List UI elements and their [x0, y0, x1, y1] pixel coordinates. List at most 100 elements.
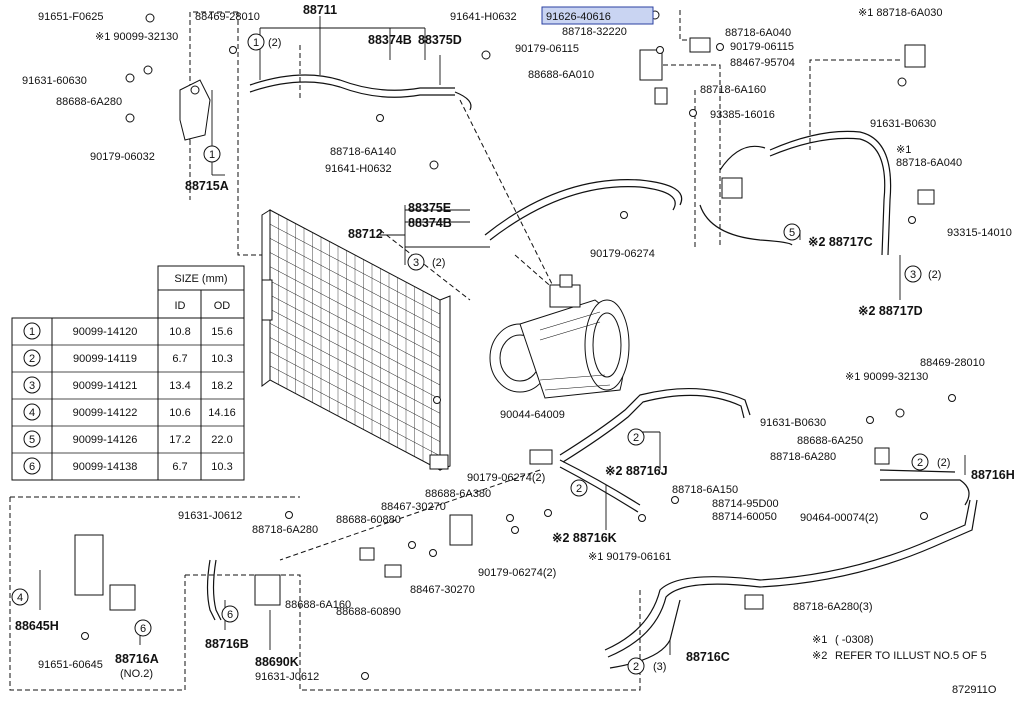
- size-table-row: 6 90099-14138 6.7 10.3: [23, 457, 233, 475]
- marker-1: 1: [203, 145, 221, 163]
- part-label: (NO.2): [120, 668, 153, 680]
- size-table-od: 10.3: [211, 353, 232, 365]
- svg-text:2: 2: [917, 457, 923, 469]
- marker-2: 2: [570, 479, 588, 497]
- part-label: 91651-F0625: [38, 11, 103, 23]
- highlighted-part-label[interactable]: 91626-40616: [546, 11, 611, 23]
- marker-3: 3: [407, 253, 425, 271]
- size-table-part: 90099-14122: [73, 407, 138, 419]
- size-table-ref: 3: [29, 380, 35, 392]
- part-label: 90179-06115: [730, 41, 794, 53]
- svg-text:6: 6: [227, 609, 233, 621]
- qty-label: (3): [653, 661, 666, 673]
- part-label: 88690K: [255, 655, 299, 669]
- part-label: 88718-6A040: [725, 27, 791, 39]
- part-label: 91631-J0612: [178, 510, 242, 522]
- size-table-title: SIZE (mm): [174, 273, 227, 285]
- part-label: 88645H: [15, 619, 59, 633]
- svg-text:1: 1: [253, 37, 259, 49]
- part-label: 88375D: [418, 33, 462, 47]
- part-label: 91651-60645: [38, 659, 103, 671]
- part-labels-top-left: 91651-F0625 ※1 90099-32130 91631-60630 8…: [22, 11, 260, 193]
- size-table-ref: 5: [29, 434, 35, 446]
- part-label: 90179-06115: [515, 43, 579, 55]
- svg-text:1: 1: [209, 149, 215, 161]
- part-label: 88688-6A160: [285, 599, 351, 611]
- fittings: [74, 37, 935, 611]
- marker-4: 4: [11, 588, 29, 606]
- part-label: 88718-6A280: [252, 524, 318, 536]
- part-label: 88688-60890: [336, 606, 401, 618]
- size-table-od: 22.0: [211, 434, 232, 446]
- circle-markers: 1 (2) 1 3 (2) 5 3 (2) 2 2 (2) 2 4 6 6 2 …: [11, 33, 950, 675]
- part-label: 88718-6A160: [700, 84, 766, 96]
- svg-text:3: 3: [413, 257, 419, 269]
- part-label: 88716A: [115, 652, 159, 666]
- part-label: ※1 88718-6A030: [858, 7, 942, 19]
- part-label: 88711: [303, 3, 337, 17]
- part-label: 90044-64009: [500, 409, 565, 421]
- part-label: ※2 88717D: [858, 304, 923, 318]
- part-label: 88688-6A250: [797, 435, 863, 447]
- size-table-row: 1 90099-14120 10.8 15.6: [23, 322, 233, 340]
- part-label: 90464-00074(2): [800, 512, 878, 524]
- part-label: 91631-B0630: [870, 118, 936, 130]
- marker-2: 2: [627, 428, 645, 446]
- svg-text:6: 6: [140, 623, 146, 635]
- note-text-1: ( -0308): [835, 634, 874, 646]
- part-label: 88718-6A040: [896, 157, 962, 169]
- part-label: 88716H: [971, 468, 1015, 482]
- part-label: 88714-95D00: [712, 498, 779, 510]
- part-label: ※1: [896, 144, 911, 156]
- part-label: 88467-30270: [381, 501, 446, 513]
- bolts: [81, 10, 956, 680]
- size-table-ref: 1: [29, 326, 35, 338]
- part-label: 88688-6A380: [425, 488, 491, 500]
- size-table-id: 10.8: [169, 326, 190, 338]
- marker-2: 2: [911, 453, 929, 471]
- part-label: 88715A: [185, 179, 229, 193]
- part-label: 93315-14010: [947, 227, 1012, 239]
- part-label: 88469-28010: [195, 11, 260, 23]
- marker-6: 6: [221, 605, 239, 623]
- size-table-part: 90099-14119: [73, 353, 137, 365]
- footnotes: ※1 ( -0308) ※2 REFER TO ILLUST NO.5 OF 5…: [812, 634, 997, 696]
- marker-3: 3: [904, 265, 922, 283]
- part-label: 88718-6A140: [330, 146, 396, 158]
- part-label: 88716B: [205, 637, 249, 651]
- size-table-row: 2 90099-14119 6.7 10.3: [23, 349, 233, 367]
- qty-label: (2): [268, 37, 281, 49]
- svg-text:2: 2: [633, 661, 639, 673]
- size-table-ref: 2: [29, 353, 35, 365]
- part-label: 90179-06274(2): [467, 472, 545, 484]
- part-label: 88374B: [408, 216, 452, 230]
- region-outlines: [9, 10, 900, 691]
- qty-label: (2): [432, 257, 445, 269]
- size-table-od: 14.16: [208, 407, 236, 419]
- part-label: 88718-6A280(3): [793, 601, 873, 613]
- marker-5: 5: [783, 223, 801, 241]
- highlight-box[interactable]: [541, 6, 654, 25]
- part-label: 88375E: [408, 201, 451, 215]
- refrigerant-pipes: [188, 74, 978, 669]
- size-table-ref: 6: [29, 461, 35, 473]
- part-label: ※2 88716K: [552, 531, 617, 545]
- part-label: ※2 88716J: [605, 464, 668, 478]
- condenser: [261, 209, 451, 471]
- part-label: 91641-H0632: [450, 11, 517, 23]
- part-label: ※1 90099-32130: [95, 31, 178, 43]
- part-label: 90179-06274: [590, 248, 655, 260]
- part-label: 91631-B0630: [760, 417, 826, 429]
- part-labels-far-right: ※1 88718-6A030 91631-B0630 ※1 88718-6A04…: [590, 7, 1012, 318]
- svg-text:5: 5: [789, 227, 795, 239]
- svg-text:2: 2: [633, 432, 639, 444]
- size-table-part: 90099-14138: [73, 461, 138, 473]
- marker-1: 1: [247, 33, 265, 51]
- size-table: SIZE (mm) ID OD 1 90099-14120 10.8 15.6 …: [11, 265, 245, 481]
- size-table-ref: 4: [29, 407, 35, 419]
- size-table-id: 17.2: [169, 434, 190, 446]
- part-label: 88714-60050: [712, 511, 777, 523]
- part-label: 88469-28010: [920, 357, 985, 369]
- part-label: 88718-32220: [562, 26, 627, 38]
